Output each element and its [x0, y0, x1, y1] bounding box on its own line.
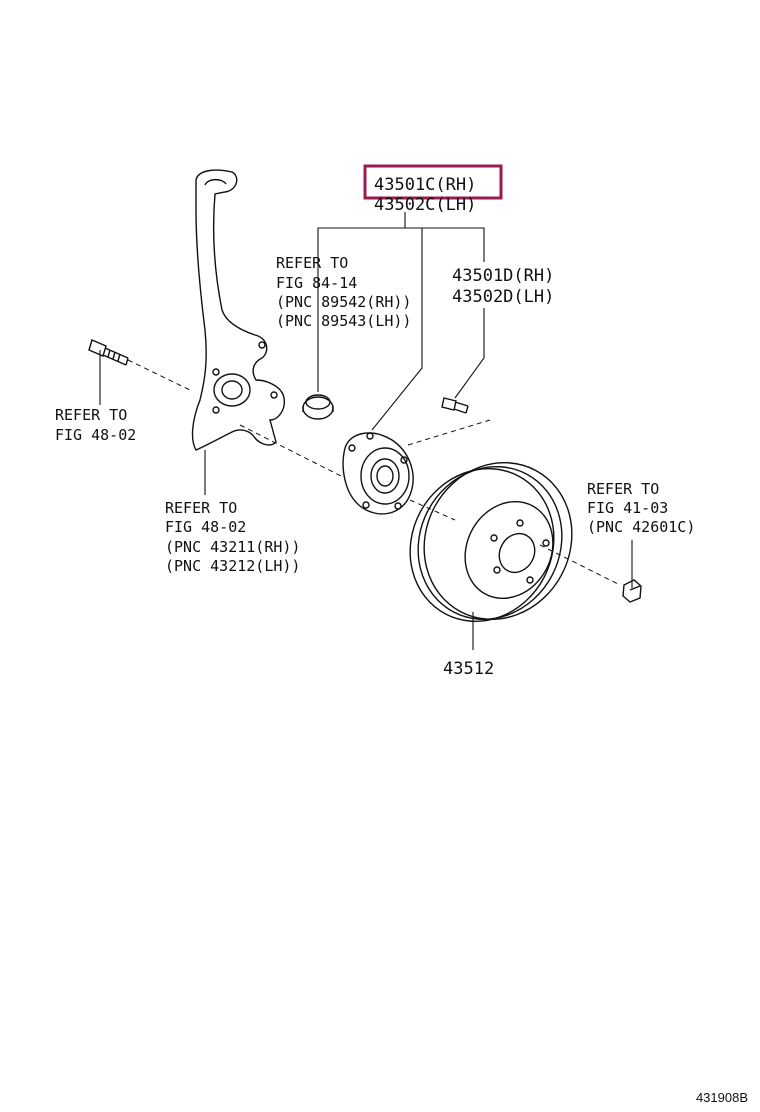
- label-bolt-rh[interactable]: 43501D(RH): [452, 266, 554, 286]
- knuckle-ref-line-3: (PNC 43211(RH)): [165, 538, 300, 556]
- brake-disc[interactable]: [384, 437, 600, 647]
- bolt-ref-line-1: REFER TO: [55, 406, 127, 424]
- steering-knuckle[interactable]: [191, 169, 285, 451]
- wheel-nut[interactable]: [622, 579, 642, 603]
- sensor-ref-line-3: (PNC 89542(RH)): [276, 293, 411, 311]
- knuckle-bolt[interactable]: [88, 339, 129, 366]
- label-hub-rh[interactable]: 43501C(RH): [374, 175, 476, 195]
- knuckle-ref-line-4: (PNC 43212(LH)): [165, 557, 300, 575]
- knuckle-ref-line-2: FIG 48-02: [165, 518, 246, 536]
- label-disc[interactable]: 43512: [443, 659, 494, 679]
- nut-ref-line-1: REFER TO: [587, 480, 659, 498]
- figure-id: 431908B: [696, 1090, 748, 1105]
- knuckle-ref-line-1: REFER TO: [165, 499, 237, 517]
- sensor-ref-line-2: FIG 84-14: [276, 274, 357, 292]
- speed-sensor[interactable]: [302, 394, 334, 420]
- nut-ref-line-2: FIG 41-03: [587, 499, 668, 517]
- bolt-ref-line-2: FIG 48-02: [55, 426, 136, 444]
- hub-bolt[interactable]: [441, 397, 469, 414]
- selected-part-highlight[interactable]: [363, 164, 503, 200]
- leader-lines: [99, 212, 633, 650]
- label-hub-lh[interactable]: 43502C(LH): [374, 195, 476, 215]
- sensor-ref-line-4: (PNC 89543(LH)): [276, 312, 411, 330]
- label-bolt-lh[interactable]: 43502D(LH): [452, 287, 554, 307]
- hub-bearing-assembly[interactable]: [342, 432, 414, 515]
- sensor-ref-line-1: REFER TO: [276, 254, 348, 272]
- nut-ref-line-3: (PNC 42601C): [587, 518, 695, 536]
- assembly-axes: [127, 359, 621, 586]
